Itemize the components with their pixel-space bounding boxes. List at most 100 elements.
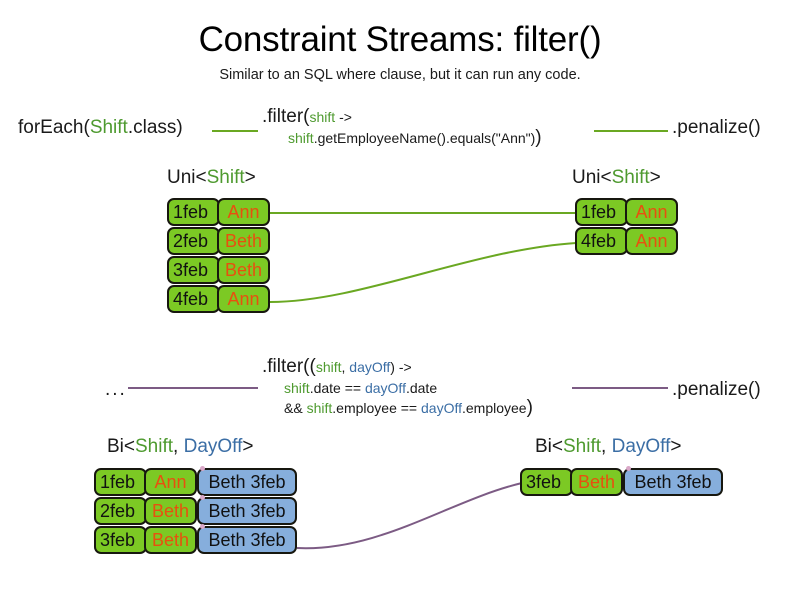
foreach-prefix: forEach( <box>18 117 90 138</box>
table-row[interactable]: 4feb Ann <box>167 285 270 313</box>
filter-bi-l2-end: .date <box>405 380 438 396</box>
bi-left-header-type2: DayOff <box>183 436 243 457</box>
bi-left-header-prefix: Bi< <box>107 436 135 457</box>
cell-employee: Ann <box>217 198 270 226</box>
table-row[interactable]: 3feb Beth Beth 3feb <box>520 466 723 496</box>
filter-bi-comma: , <box>341 359 350 375</box>
filter-bi-l3-mid: .employee == <box>332 400 421 416</box>
penalize-label-uni: .penalize() <box>672 117 761 138</box>
cell-dayoff: Beth 3feb <box>197 468 297 496</box>
bi-right-header-type2: DayOff <box>611 436 671 457</box>
table-row[interactable]: 2feb Beth Beth 3feb <box>94 495 297 525</box>
bi-right-header: Bi<Shift, DayOff> <box>535 436 681 458</box>
bi-right-table: 3feb Beth Beth 3feb <box>520 466 723 497</box>
filter-bi-l2-var1: shift <box>284 380 310 396</box>
table-row[interactable]: 3feb Beth Beth 3feb <box>94 524 297 554</box>
uni-left-header-prefix: Uni< <box>167 167 207 188</box>
slide-subtitle: Similar to an SQL where clause, but it c… <box>219 67 581 83</box>
cell-date: 1feb <box>94 468 147 496</box>
uni-right-table: 1feb Ann 4feb Ann <box>575 198 678 256</box>
cell-employee: Ann <box>144 468 197 496</box>
uni-right-header-prefix: Uni< <box>572 167 612 188</box>
connector-bi-row3 <box>296 482 523 550</box>
table-row[interactable]: 2feb Beth <box>167 227 270 255</box>
filter-bi-line3: && shift.employee == dayOff.employee) <box>262 398 533 418</box>
cell-date: 4feb <box>167 285 220 313</box>
bi-left-header-type1: Shift <box>135 436 174 457</box>
cell-employee: Beth <box>144 526 197 554</box>
join-dot-icon <box>200 495 205 500</box>
uni-left-table: 1feb Ann 2feb Beth 3feb Beth 4feb Ann <box>167 198 270 314</box>
uni-right-header-suffix: > <box>649 167 661 188</box>
filter-bi-l2-mid: .date == <box>309 380 365 396</box>
filter-bi-l3-var2: dayOff <box>421 400 462 416</box>
foreach-suffix: .class) <box>127 117 183 138</box>
filter-expression-bi: .filter((shift, dayOff) -> shift.date ==… <box>262 356 533 418</box>
cell-employee: Ann <box>625 198 678 226</box>
filter-expression-uni: .filter(shift -> shift.getEmployeeName()… <box>262 106 542 148</box>
bi-left-header: Bi<Shift, DayOff> <box>107 436 253 458</box>
filter-bi-l2-var2: dayOff <box>364 380 406 396</box>
filter-uni-arrow: -> <box>335 109 352 125</box>
filter-bi-head: .filter(( <box>262 356 316 377</box>
table-row[interactable]: 4feb Ann <box>575 227 678 255</box>
cell-date: 3feb <box>94 526 147 554</box>
filter-bi-l3-pre: && <box>284 400 307 416</box>
bi-left-header-comma: , <box>173 436 184 457</box>
cell-date: 2feb <box>167 227 220 255</box>
table-row[interactable]: 3feb Beth <box>167 256 270 284</box>
cell-date: 2feb <box>94 497 147 525</box>
cell-employee: Beth <box>570 468 623 496</box>
uni-right-header: Uni<Shift> <box>572 167 661 189</box>
foreach-label: forEach(Shift.class) <box>18 116 183 140</box>
filter-bi-l3-end: .employee <box>462 400 527 416</box>
slide-title: Constraint Streams: filter() <box>198 20 602 59</box>
uni-right-header-type: Shift <box>611 167 650 188</box>
cell-date: 1feb <box>575 198 628 226</box>
filter-uni-line1: .filter(shift -> <box>262 106 542 128</box>
filter-bi-line2: shift.date == dayOff.date <box>262 378 533 398</box>
join-dot-icon <box>200 524 205 529</box>
filter-bi-line1: .filter((shift, dayOff) -> <box>262 356 533 378</box>
table-row[interactable]: 1feb Ann <box>575 198 678 226</box>
foreach-type: Shift <box>89 117 128 138</box>
bi-left-table: 1feb Ann Beth 3feb 2feb Beth Beth 3feb 3… <box>94 466 297 555</box>
bi-right-header-suffix: > <box>670 436 682 457</box>
uni-left-header-suffix: > <box>244 167 256 188</box>
cell-dayoff: Beth 3feb <box>197 526 297 554</box>
filter-uni-head: .filter( <box>262 106 310 127</box>
cell-dayoff: Beth 3feb <box>197 497 297 525</box>
cell-employee: Beth <box>144 497 197 525</box>
filter-uni-close: ) <box>535 127 542 148</box>
cell-date: 4feb <box>575 227 628 255</box>
filter-bi-arrow: ) -> <box>390 359 412 375</box>
connector-uni-row4 <box>269 242 577 303</box>
filter-uni-param: shift <box>309 109 336 125</box>
filter-uni-body-var: shift <box>288 130 314 146</box>
uni-left-header-type: Shift <box>206 167 245 188</box>
table-row[interactable]: 1feb Ann Beth 3feb <box>94 466 297 496</box>
cell-employee: Ann <box>217 285 270 313</box>
join-dot-icon <box>200 466 205 471</box>
uni-left-header: Uni<Shift> <box>167 167 256 189</box>
table-row[interactable]: 1feb Ann <box>167 198 270 226</box>
cell-employee: Beth <box>217 256 270 284</box>
join-dot-icon <box>626 466 631 471</box>
cell-employee: Ann <box>625 227 678 255</box>
filter-uni-body-rest: .getEmployeeName().equals("Ann") <box>313 130 536 146</box>
cell-date: 1feb <box>167 198 220 226</box>
bi-right-header-type1: Shift <box>563 436 602 457</box>
ellipsis-label: ... <box>105 379 127 400</box>
filter-uni-line2: shift.getEmployeeName().equals("Ann")) <box>262 128 542 148</box>
penalize-label-bi: .penalize() <box>672 379 761 400</box>
filter-bi-param1: shift <box>315 359 342 375</box>
cell-dayoff: Beth 3feb <box>623 468 723 496</box>
bi-left-header-suffix: > <box>242 436 254 457</box>
cell-employee: Beth <box>217 227 270 255</box>
filter-bi-l3-var1: shift <box>306 400 333 416</box>
filter-bi-close: ) <box>526 397 533 418</box>
bi-right-header-prefix: Bi< <box>535 436 563 457</box>
cell-date: 3feb <box>520 468 573 496</box>
filter-bi-param2: dayOff <box>349 359 391 375</box>
